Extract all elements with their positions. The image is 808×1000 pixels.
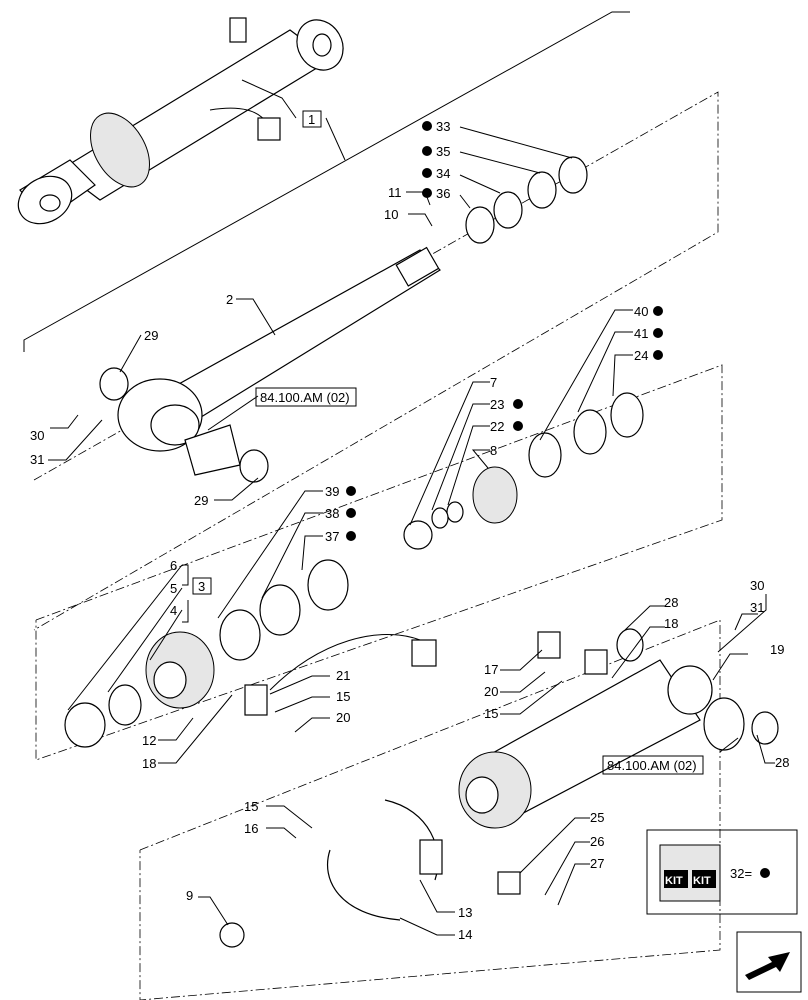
kit-legend-box	[646, 829, 798, 915]
label-28a[interactable]: 28	[664, 595, 678, 610]
label-21[interactable]: 21	[336, 668, 350, 683]
label-34[interactable]: 34	[436, 166, 450, 181]
label-19[interactable]: 19	[770, 642, 784, 657]
label-29a[interactable]: 29	[144, 328, 158, 343]
label-30b[interactable]: 30	[750, 578, 764, 593]
clamp-illustration	[219, 799, 521, 948]
kit-dot-41	[653, 328, 663, 338]
callout-boxes: 1 3 84.100.AM (02) 84.100.AM (02)	[192, 110, 704, 775]
reference-lower-label: 84.100.AM (02)	[607, 758, 697, 773]
kit-badge-2	[692, 870, 716, 888]
callout-3-label: 3	[198, 579, 205, 594]
label-15a[interactable]: 15	[336, 689, 350, 704]
kit-dot-22	[513, 421, 523, 431]
next-page-arrow-icon[interactable]	[736, 931, 802, 993]
kit-dot-35	[422, 146, 432, 156]
label-26[interactable]: 26	[590, 834, 604, 849]
kit-dot-38	[346, 508, 356, 518]
cylinder-head-illustration	[64, 631, 437, 748]
label-16[interactable]: 16	[244, 821, 258, 836]
label-29b[interactable]: 29	[194, 493, 208, 508]
callout-1-label: 1	[308, 112, 315, 127]
kit-legend-text: 32=	[730, 866, 752, 881]
label-35[interactable]: 35	[436, 144, 450, 159]
kit-legend: KIT KIT 32=	[646, 829, 798, 915]
label-7[interactable]: 7	[490, 375, 497, 390]
label-23[interactable]: 23	[490, 397, 504, 412]
kit-dot-23	[513, 399, 523, 409]
label-17[interactable]: 17	[484, 662, 498, 677]
callout-box-3[interactable]	[192, 577, 212, 595]
kit-dot-39	[346, 486, 356, 496]
label-33[interactable]: 33	[436, 119, 450, 134]
label-6[interactable]: 6	[170, 558, 177, 573]
label-18a[interactable]: 18	[142, 756, 156, 771]
label-18b[interactable]: 18	[664, 616, 678, 631]
label-36[interactable]: 36	[436, 186, 450, 201]
label-30a[interactable]: 30	[30, 428, 44, 443]
label-20b[interactable]: 20	[484, 684, 498, 699]
label-28b[interactable]: 28	[775, 755, 789, 770]
label-11[interactable]: 11	[388, 185, 402, 200]
kit-dot-36	[422, 188, 432, 198]
kit-marker-dots	[346, 121, 663, 541]
label-31b[interactable]: 31	[750, 600, 764, 615]
label-2[interactable]: 2	[226, 292, 233, 307]
seal-rings-upper	[99, 156, 588, 483]
assembled-cylinder-illustration	[17, 17, 344, 225]
kit-badge-2-label: KIT	[693, 875, 711, 887]
label-13[interactable]: 13	[458, 905, 472, 920]
cylinder-tube-illustration	[458, 628, 779, 829]
label-41[interactable]: 41	[634, 326, 648, 341]
label-15b[interactable]: 15	[484, 706, 498, 721]
label-38[interactable]: 38	[325, 506, 339, 521]
label-40[interactable]: 40	[634, 304, 648, 319]
label-15c[interactable]: 15	[244, 799, 258, 814]
reference-upper-label: 84.100.AM (02)	[260, 390, 350, 405]
seal-rings-middle	[219, 392, 644, 661]
label-24[interactable]: 24	[634, 348, 648, 363]
kit-dot-24	[653, 350, 663, 360]
label-27[interactable]: 27	[590, 856, 604, 871]
label-4[interactable]: 4	[170, 603, 177, 618]
label-14[interactable]: 14	[458, 927, 472, 942]
kit-dot-37	[346, 531, 356, 541]
label-39[interactable]: 39	[325, 484, 339, 499]
reference-box-lower[interactable]	[602, 755, 704, 775]
callout-box-1[interactable]	[302, 110, 322, 128]
kit-dot-40	[653, 306, 663, 316]
piston-rod-illustration	[117, 246, 441, 476]
label-5[interactable]: 5	[170, 581, 177, 596]
reference-box-upper[interactable]	[255, 387, 357, 407]
label-9[interactable]: 9	[186, 888, 193, 903]
part-labels: 33 35 34 36 11 10 2 29 30 31 29 40 41 24…	[30, 119, 789, 942]
label-37[interactable]: 37	[325, 529, 339, 544]
label-31a[interactable]: 31	[30, 452, 44, 467]
label-25[interactable]: 25	[590, 810, 604, 825]
label-20a[interactable]: 20	[336, 710, 350, 725]
kit-badge-1-label: KIT	[665, 875, 683, 887]
label-12[interactable]: 12	[142, 733, 156, 748]
kit-badge-1	[664, 870, 688, 888]
kit-dot-34	[422, 168, 432, 178]
label-8[interactable]: 8	[490, 443, 497, 458]
kit-dot-33	[422, 121, 432, 131]
kit-legend-dot	[760, 868, 770, 878]
label-22[interactable]: 22	[490, 419, 504, 434]
label-10[interactable]: 10	[384, 207, 398, 222]
leader-lines	[48, 79, 775, 936]
